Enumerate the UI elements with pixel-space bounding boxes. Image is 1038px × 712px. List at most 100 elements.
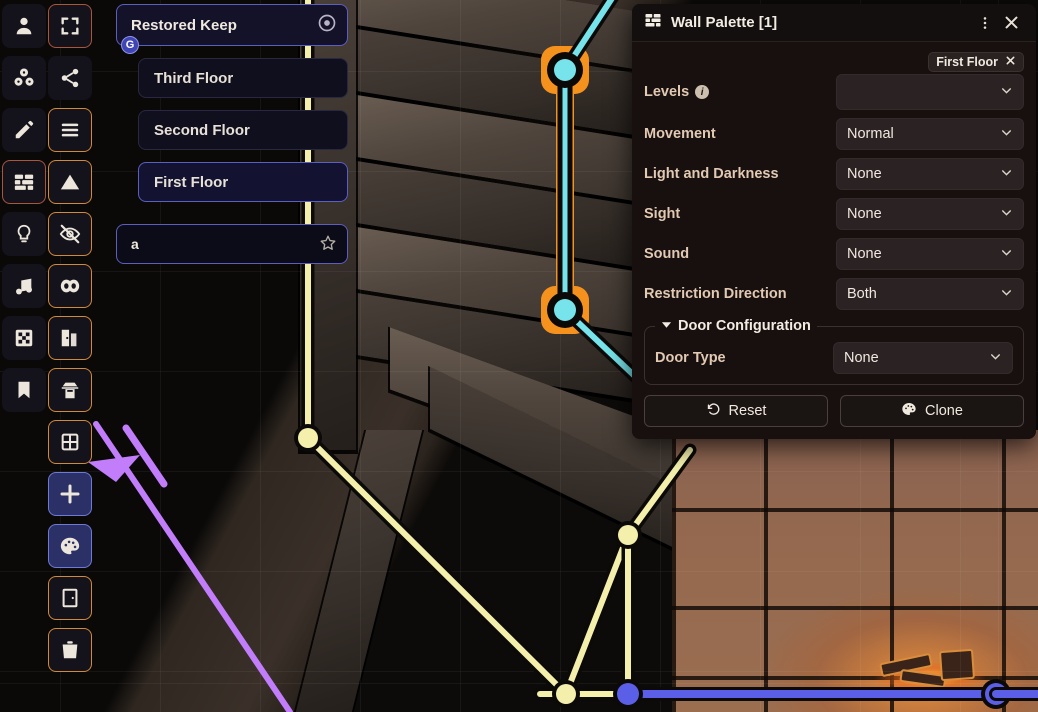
- field-label: Sight: [644, 206, 681, 222]
- tool-select-walls[interactable]: [48, 4, 92, 48]
- levels-select[interactable]: [836, 74, 1024, 110]
- info-icon[interactable]: i: [695, 85, 710, 99]
- palette-icon: [901, 401, 917, 421]
- wall-tools-toolbar[interactable]: [48, 0, 92, 676]
- plus-icon: [58, 482, 82, 506]
- reset-button[interactable]: Reset: [644, 395, 828, 427]
- tool-notes-controls[interactable]: [2, 368, 46, 412]
- light-darkness-select[interactable]: None: [836, 158, 1024, 190]
- chevron-down-icon: [1000, 84, 1013, 100]
- scene-search-field[interactable]: a: [116, 224, 348, 264]
- scene-item-second-floor[interactable]: Second Floor: [138, 110, 348, 150]
- tool-draw-windows[interactable]: [48, 420, 92, 464]
- field-label: Sound: [644, 246, 690, 262]
- wall-endpoint: [618, 525, 638, 545]
- wall-endpoint: [556, 684, 576, 704]
- field-movement: Movement Normal: [644, 118, 1024, 150]
- close-icon[interactable]: [1005, 55, 1016, 69]
- tool-draw-terrain-walls[interactable]: [48, 108, 92, 152]
- sight-select[interactable]: None: [836, 198, 1024, 230]
- scene-gm-badge: G: [121, 36, 139, 54]
- chevron-down-icon: [1000, 166, 1013, 182]
- share-nodes-icon: [59, 67, 81, 89]
- clone-button[interactable]: Clone: [840, 395, 1024, 427]
- field-restriction-direction: Restriction Direction Both: [644, 278, 1024, 310]
- target-icon[interactable]: [317, 13, 337, 37]
- scene-item-label: Third Floor: [154, 69, 234, 87]
- eye-slash-icon: [59, 223, 81, 245]
- chevron-down-icon: [1000, 126, 1013, 142]
- tool-wall-controls[interactable]: [2, 160, 46, 204]
- tool-draw-invisible-walls[interactable]: [48, 160, 92, 204]
- tool-tile-controls[interactable]: [2, 316, 46, 360]
- tool-draw-ethereal-walls[interactable]: [48, 212, 92, 256]
- wall-endpoint: [298, 428, 318, 448]
- door-configuration-label: Door Configuration: [678, 318, 811, 334]
- select-value: None: [844, 350, 879, 366]
- field-label: Door Type: [655, 350, 726, 366]
- checkerboard-icon: [13, 327, 35, 349]
- select-value: None: [847, 246, 882, 262]
- restriction-direction-select[interactable]: Both: [836, 278, 1024, 310]
- tool-draw-walls[interactable]: [48, 56, 92, 100]
- tool-draw-secret-doors[interactable]: [48, 264, 92, 308]
- star-icon[interactable]: [319, 234, 337, 255]
- field-light-and-darkness: Light and Darkness None: [644, 158, 1024, 190]
- scene-root-item[interactable]: Restored Keep G: [116, 4, 348, 54]
- field-label-text: Levels: [644, 84, 690, 100]
- scene-item-first-floor[interactable]: First Floor: [138, 162, 348, 202]
- scene-root-label: Restored Keep: [131, 16, 237, 34]
- sound-select[interactable]: None: [836, 238, 1024, 270]
- palette-icon: [59, 535, 81, 557]
- field-label: Movement: [644, 126, 716, 142]
- scene-item-third-floor[interactable]: Third Floor: [138, 58, 348, 98]
- tool-lighting-controls[interactable]: [2, 212, 46, 256]
- wall-palette-body: First Floor Levels i: [632, 42, 1036, 439]
- chevron-down-icon: [989, 350, 1002, 366]
- tool-clone-wall[interactable]: [48, 576, 92, 620]
- tool-draw-doors[interactable]: [48, 316, 92, 360]
- bookmark-icon: [13, 379, 35, 401]
- door-open-icon: [59, 327, 81, 349]
- close-icon[interactable]: [998, 10, 1024, 36]
- tool-token-controls[interactable]: [2, 4, 46, 48]
- field-label: Light and Darkness: [644, 166, 779, 182]
- tool-wall-palette[interactable]: [48, 524, 92, 568]
- user-secret-icon: [59, 379, 81, 401]
- door-configuration-legend[interactable]: Door Configuration: [655, 318, 817, 334]
- wall-endpoint: [617, 683, 639, 705]
- tool-draw-secret-passage[interactable]: [48, 368, 92, 412]
- level-chip-first-floor[interactable]: First Floor: [928, 52, 1024, 72]
- tool-drawing-tools[interactable]: [2, 108, 46, 152]
- ellipsis-vertical-icon[interactable]: [972, 10, 998, 36]
- select-value: None: [847, 166, 882, 182]
- wall-palette-panel[interactable]: Wall Palette [1] First Floor Le: [632, 4, 1036, 439]
- scene-item-label: Second Floor: [154, 121, 250, 139]
- caret-down-icon[interactable]: [661, 319, 672, 333]
- dice-icon: [13, 67, 35, 89]
- door-type-select[interactable]: None: [833, 342, 1013, 374]
- field-sound: Sound None: [644, 238, 1024, 270]
- scene-navigation[interactable]: Restored Keep G Third Floor Second Floor…: [116, 4, 348, 264]
- chevron-down-icon: [1000, 286, 1013, 302]
- select-value: None: [847, 206, 882, 222]
- mountain-icon: [59, 171, 81, 193]
- tool-sound-controls[interactable]: [2, 264, 46, 308]
- tool-measurement-templates[interactable]: [2, 56, 46, 100]
- field-door-type: Door Type None: [655, 342, 1013, 374]
- pencil-icon: [13, 119, 35, 141]
- mask-icon: [59, 275, 81, 297]
- wall-palette-title: Wall Palette [1]: [671, 14, 778, 31]
- tool-delete-walls[interactable]: [48, 628, 92, 672]
- tool-add-wall-preset[interactable]: [48, 472, 92, 516]
- scene-search-input[interactable]: a: [131, 236, 139, 252]
- field-sight: Sight None: [644, 198, 1024, 230]
- scene-item-label: First Floor: [154, 173, 229, 191]
- chevron-down-icon: [1000, 206, 1013, 222]
- movement-select[interactable]: Normal: [836, 118, 1024, 150]
- lightbulb-icon: [13, 223, 35, 245]
- primary-toolbar[interactable]: [2, 0, 46, 416]
- expand-arrows-icon: [59, 15, 81, 37]
- wall-endpoint: [554, 59, 576, 81]
